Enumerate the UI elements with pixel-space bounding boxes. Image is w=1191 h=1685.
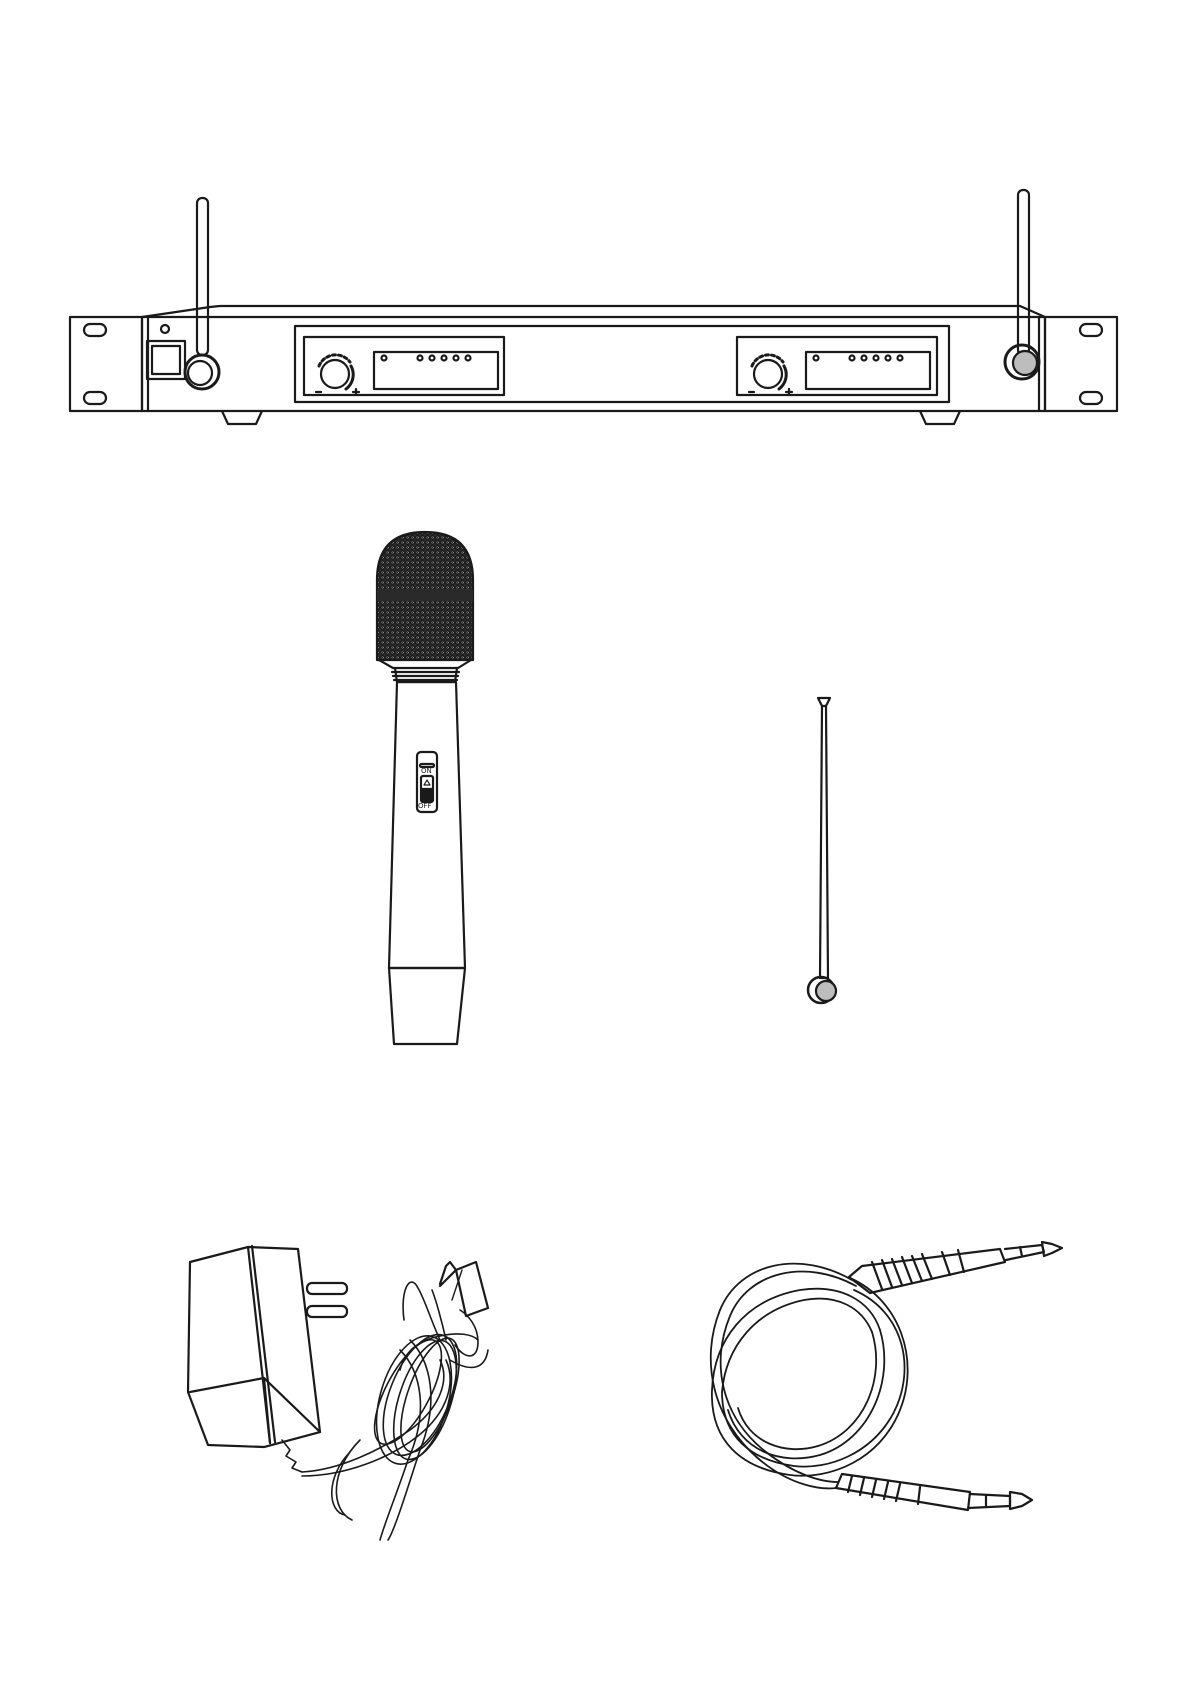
channel-b-module	[737, 337, 937, 395]
channel-b-display	[806, 352, 930, 389]
switch-off-label: OFF	[418, 802, 432, 810]
rack-receiver-icon	[70, 190, 1117, 424]
receiver-foot-right	[920, 411, 960, 424]
channel-a-display	[374, 352, 498, 389]
channel-a-led	[382, 356, 387, 361]
top-jack-plug	[849, 1242, 1062, 1293]
adapter-coiled-cord	[302, 1282, 488, 1540]
microphone-body	[389, 682, 465, 968]
channel-a-volume-knob[interactable]	[316, 355, 359, 395]
dc-plug	[440, 1262, 488, 1316]
audio-cable-icon	[711, 1242, 1062, 1510]
channel-b-led	[814, 356, 819, 361]
antenna-icon	[808, 698, 836, 1003]
right-antenna-icon	[1005, 190, 1039, 379]
adapter-prongs	[307, 1283, 347, 1317]
bottom-jack-plug	[836, 1474, 1032, 1510]
receiver-foot-left	[222, 411, 262, 424]
cable-loops	[711, 1264, 908, 1489]
channel-b-volume-knob[interactable]	[749, 355, 792, 395]
power-led-icon	[161, 325, 169, 333]
right-rack-ear	[1045, 317, 1117, 411]
left-antenna-icon	[185, 198, 219, 389]
handheld-microphone-icon: ON OFF	[377, 532, 473, 1044]
switch-on-label: ON	[421, 767, 432, 775]
channel-a-module	[304, 337, 504, 395]
adapter-body	[188, 1247, 320, 1447]
microphone-end-cap	[389, 968, 465, 1044]
left-rack-ear	[70, 317, 142, 411]
power-adapter-icon	[188, 1246, 488, 1540]
